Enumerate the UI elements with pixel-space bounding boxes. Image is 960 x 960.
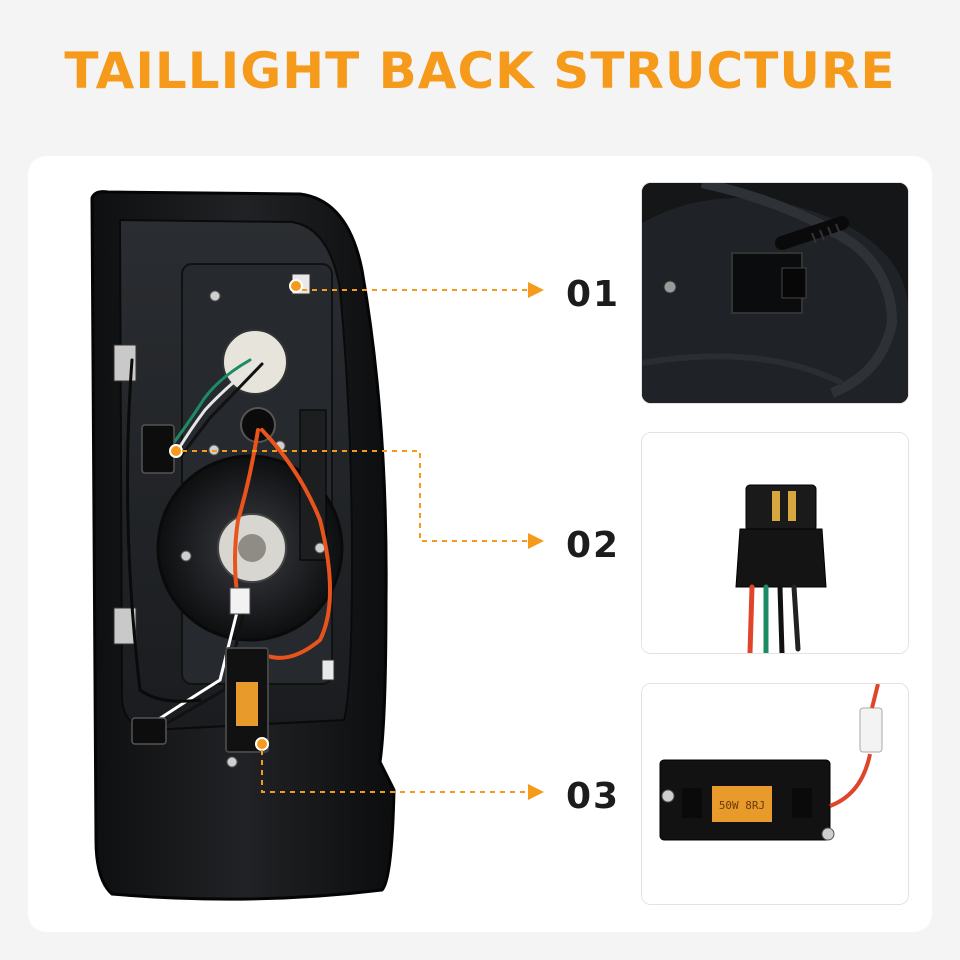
detail-photo-01-wire-clip [641,182,909,404]
callout-number-02: 02 [566,525,621,566]
callout-number-01: 01 [566,274,621,315]
page-title: TAILLIGHT BACK STRUCTURE [64,42,896,100]
callout-number-03: 03 [566,776,621,817]
detail-photo-02-connector [641,432,909,654]
resistor-marking: 50W 8RJ [719,799,765,812]
detail-photo-03-resistor: 50W 8RJ [641,683,909,905]
